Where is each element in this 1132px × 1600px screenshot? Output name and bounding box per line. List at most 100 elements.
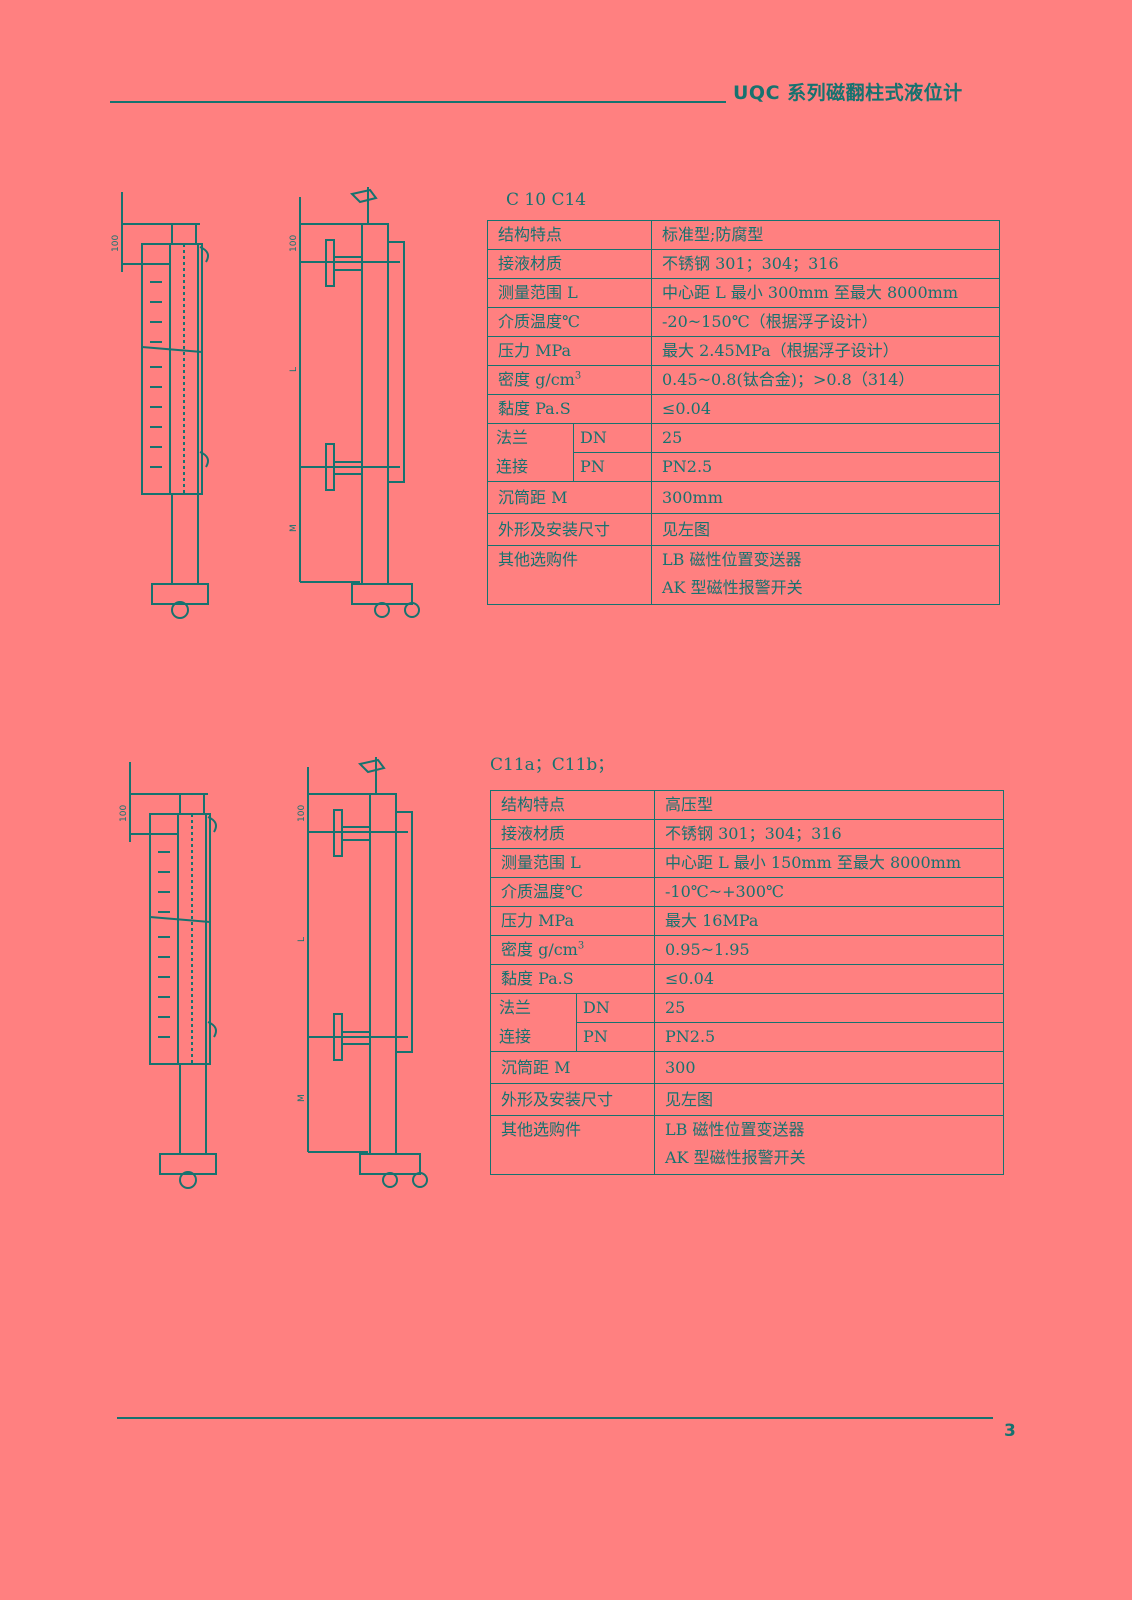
spec-cell: 测量范围 L	[490, 848, 655, 878]
table-row: 外形及安装尺寸见左图	[490, 1083, 1004, 1116]
spec-cell: -20~150℃（根据浮子设计）	[651, 307, 1000, 337]
spec-cell: -10℃~+300℃	[654, 877, 1004, 907]
spec-cell: 不锈钢 301；304；316	[651, 249, 1000, 279]
spec-cell: 300	[654, 1051, 1004, 1084]
spec-cell: 300mm	[651, 481, 1000, 514]
model-codes: C 10 C14	[506, 190, 586, 210]
spec-cell: 中心距 L 最小 300mm 至最大 8000mm	[651, 278, 1000, 308]
spec-cell: 测量范围 L	[487, 278, 652, 308]
dim-label-l: L	[297, 937, 307, 942]
spec-cell: 介质温度℃	[487, 307, 652, 337]
header-rule	[110, 101, 726, 103]
model-label: C11a；C11b；	[490, 755, 615, 775]
table-row: 外形及安装尺寸见左图	[487, 513, 1000, 546]
drawing-stroke	[359, 1153, 421, 1175]
drawing-stroke	[387, 241, 405, 483]
spec-cell: 密度 g/cm	[501, 940, 578, 959]
drawing-stroke	[149, 916, 211, 923]
spec-cell: DN	[573, 423, 652, 453]
spec-cell: 法兰	[489, 993, 578, 1023]
spec-cell: 连接	[489, 1022, 578, 1052]
drawing-stroke	[333, 1013, 343, 1061]
spec-cell: 不锈钢 301；304；316	[654, 819, 1004, 849]
spec-cell: 结构特点	[490, 790, 655, 820]
footer-rule	[117, 1417, 993, 1419]
drawing-stroke	[395, 811, 413, 1053]
spec-cell: 密度 g/cm3	[487, 365, 652, 395]
spec-cell: PN	[576, 1022, 655, 1052]
dim-label-100: 100	[111, 235, 121, 252]
spec-cell: 压力 MPa	[490, 906, 655, 936]
spec-cell: 最大 16MPa	[654, 906, 1004, 936]
spec-cell: LB 磁性位置变送器	[665, 1120, 805, 1139]
drawing-stroke	[358, 758, 386, 774]
spec-cell: 其他选购件	[490, 1115, 655, 1175]
drawing-stroke	[351, 583, 413, 605]
spec-cell: ≤0.04	[651, 394, 1000, 424]
drawing-stroke	[374, 602, 390, 618]
spec-cell: 标准型;防腐型	[651, 220, 1000, 250]
spec-cell: 0.45~0.8(钛合金)；>0.8（314）	[651, 365, 1000, 395]
spec-cell: AK 型磁性报警开关	[662, 578, 803, 597]
spec-cell: 黏度 Pa.S	[490, 964, 655, 994]
spec-cell: PN2.5	[654, 1022, 1004, 1052]
spec-cell: 高压型	[654, 790, 1004, 820]
drawing-stroke	[171, 493, 199, 585]
drawing-stroke	[369, 793, 397, 1155]
spec-cell: 黏度 Pa.S	[487, 394, 652, 424]
drawing-stroke	[171, 601, 189, 619]
spec-cell: 沉筒距 M	[487, 481, 652, 514]
dim-label-m: M	[297, 1094, 307, 1102]
spec-cell: 结构特点	[487, 220, 652, 250]
spec-cell: 接液材质	[490, 819, 655, 849]
spec-cell: 密度 g/cm3	[490, 935, 655, 965]
drawing-stroke	[151, 583, 209, 605]
drawing-stroke	[382, 1172, 398, 1188]
drawing-stroke	[412, 1172, 428, 1188]
spec-cell: 介质温度℃	[490, 877, 655, 907]
drawing-stroke	[171, 223, 197, 245]
spec-cell: AK 型磁性报警开关	[665, 1148, 806, 1167]
dim-label-100: 100	[289, 235, 299, 252]
spec-cell: 0.95~1.95	[654, 935, 1004, 965]
drawing-stroke	[325, 443, 335, 491]
spec-cell: 外形及安装尺寸	[490, 1083, 655, 1116]
spec-cell: 接液材质	[487, 249, 652, 279]
table-row: 介质温度℃-20~150℃（根据浮子设计）	[487, 307, 1000, 337]
front-view-drawing: 100 100 L M	[111, 187, 420, 619]
drawing-stroke	[404, 602, 420, 618]
drawing-stroke	[333, 809, 343, 857]
table-row: 黏度 Pa.S≤0.04	[487, 394, 1000, 424]
table-row: 介质温度℃-10℃~+300℃	[490, 877, 1004, 907]
drawing-stroke	[179, 793, 205, 815]
spec-cell: 最大 2.45MPa（根据浮子设计）	[651, 336, 1000, 366]
table-row: 结构特点标准型;防腐型	[487, 220, 1000, 250]
spec-cell: 其他选购件	[487, 545, 652, 605]
page-number: 3	[1004, 1421, 1016, 1441]
spec-cell: 中心距 L 最小 150mm 至最大 8000mm	[654, 848, 1004, 878]
dim-label-100: 100	[297, 805, 307, 822]
spec-cell: 连接	[486, 452, 575, 482]
table-row: 其他选购件 LB 磁性位置变送器 AK 型磁性报警开关	[490, 1115, 1004, 1175]
dim-label-100: 100	[119, 805, 129, 822]
dim-label-l: L	[289, 367, 299, 372]
table-row: 结构特点高压型	[490, 790, 1004, 820]
model-codes: C11a；C11b；	[490, 750, 614, 775]
spec-cell: DN	[576, 993, 655, 1023]
table-row: 黏度 Pa.S≤0.04	[490, 964, 1004, 994]
page-header-title: UQC 系列磁翻柱式液位计	[733, 82, 963, 104]
drawing-stroke	[141, 346, 203, 353]
spec-cell: PN	[573, 452, 652, 482]
